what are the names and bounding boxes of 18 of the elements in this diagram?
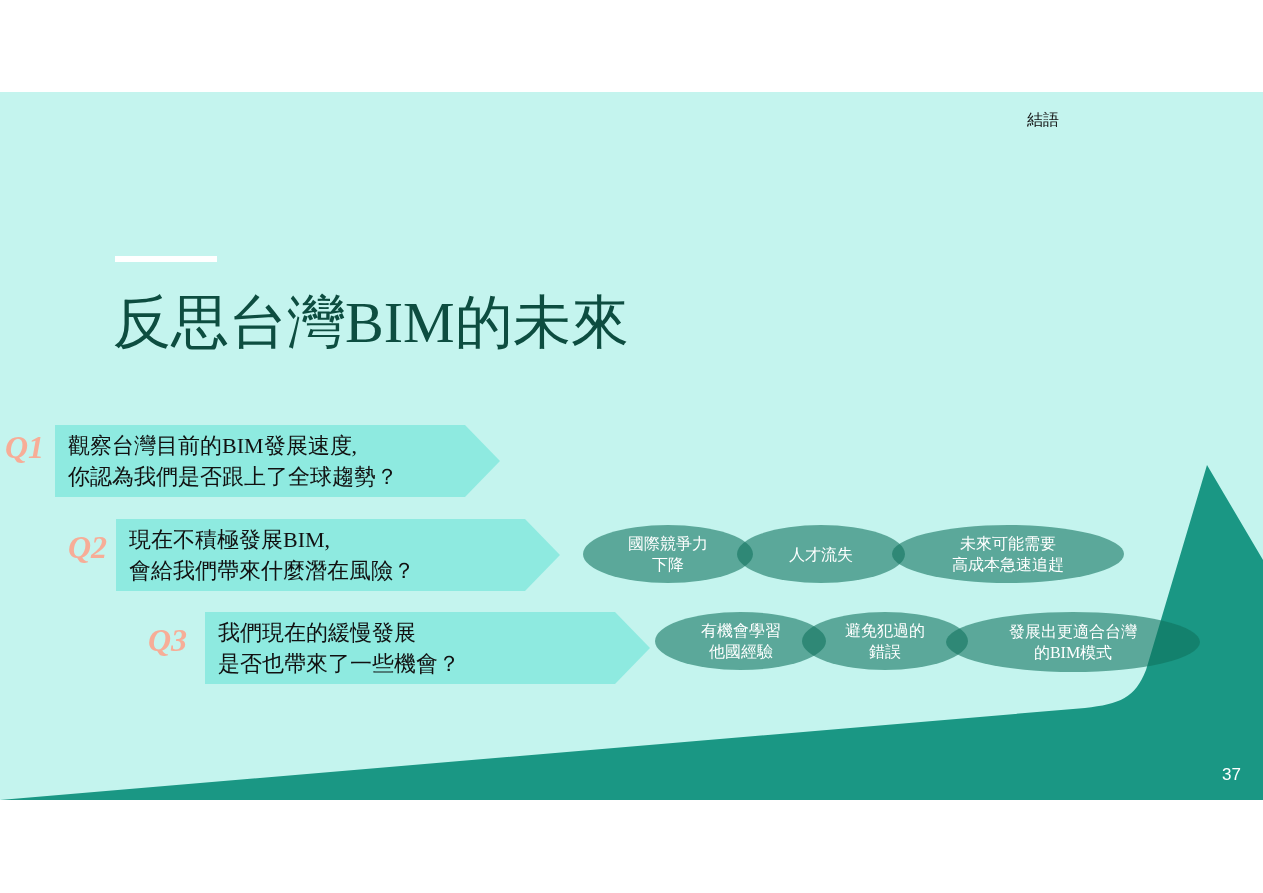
- page-number: 37: [1222, 765, 1241, 785]
- question-number: Q2: [68, 528, 108, 566]
- question-text: 觀察台灣目前的BIM發展速度,你認為我們是否跟上了全球趨勢？: [68, 432, 398, 491]
- question-number: Q1: [5, 428, 45, 466]
- chevron-banner: [55, 425, 500, 497]
- bubble-text: 人才流失: [789, 544, 853, 565]
- bubble-text: 有機會學習他國經驗: [700, 621, 781, 662]
- question-number: Q3: [148, 621, 188, 659]
- bubble-text: 未來可能需要高成本急速追趕: [952, 534, 1064, 575]
- bubble-text: 發展出更適合台灣的BIM模式: [1009, 622, 1137, 663]
- section-heading: 結語: [1027, 110, 1059, 130]
- bubble-text: 國際競爭力下降: [628, 534, 708, 575]
- chevron-banner: [205, 612, 650, 684]
- question-text: 現在不積極發展BIM,會給我們帶來什麼潛在風險？: [129, 526, 415, 585]
- question-text: 我們現在的緩慢發展是否也帶來了一些機會？: [218, 619, 460, 678]
- chevron-banner: [116, 519, 560, 591]
- bubble-text: 避免犯過的錯誤: [845, 621, 925, 662]
- slide-title: 反思台灣BIM的未來: [113, 290, 629, 356]
